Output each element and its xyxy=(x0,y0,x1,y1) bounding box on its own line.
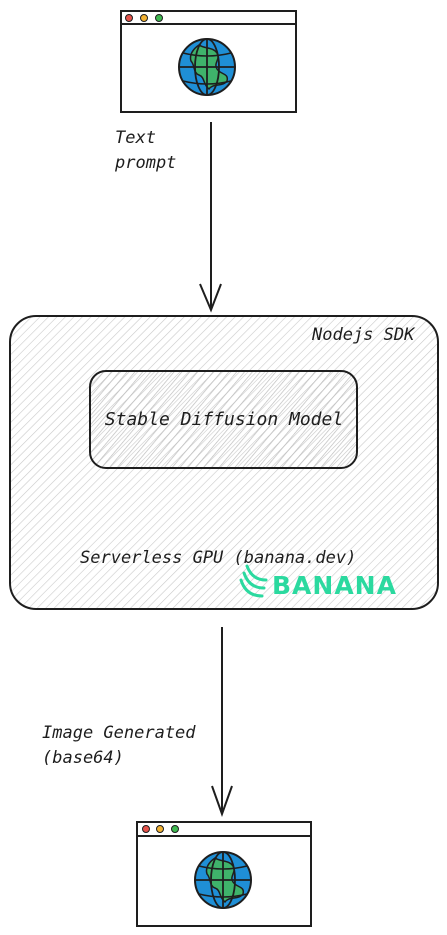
globe-icon xyxy=(194,851,252,909)
top-browser-window xyxy=(120,10,297,113)
window-minimize-dot xyxy=(156,825,164,833)
banana-logo-text: BANANA xyxy=(272,571,397,600)
window-close-dot xyxy=(125,14,133,22)
arrow-bottom-label-line1: Image Generated xyxy=(42,723,196,743)
arrow-down-icon xyxy=(211,627,233,817)
arrow-top-label-line1: Text xyxy=(115,128,156,148)
model-box xyxy=(89,370,358,469)
window-maximize-dot xyxy=(171,825,179,833)
arrow-top-label-line2: prompt xyxy=(114,153,176,173)
arrow-down-icon xyxy=(199,122,222,313)
gpu-label: Serverless GPU (banana.dev) xyxy=(80,548,356,568)
window-maximize-dot xyxy=(155,14,163,22)
globe-icon xyxy=(178,38,236,96)
banana-logo-icon xyxy=(239,564,268,598)
window-close-dot xyxy=(142,825,150,833)
model-box-label: Stable Diffusion Model xyxy=(105,409,343,430)
sdk-box-title: Nodejs SDK xyxy=(311,325,416,345)
arrow-bottom-label-line2: (base64) xyxy=(42,748,124,768)
bottom-browser-window xyxy=(136,821,312,927)
window-minimize-dot xyxy=(140,14,148,22)
